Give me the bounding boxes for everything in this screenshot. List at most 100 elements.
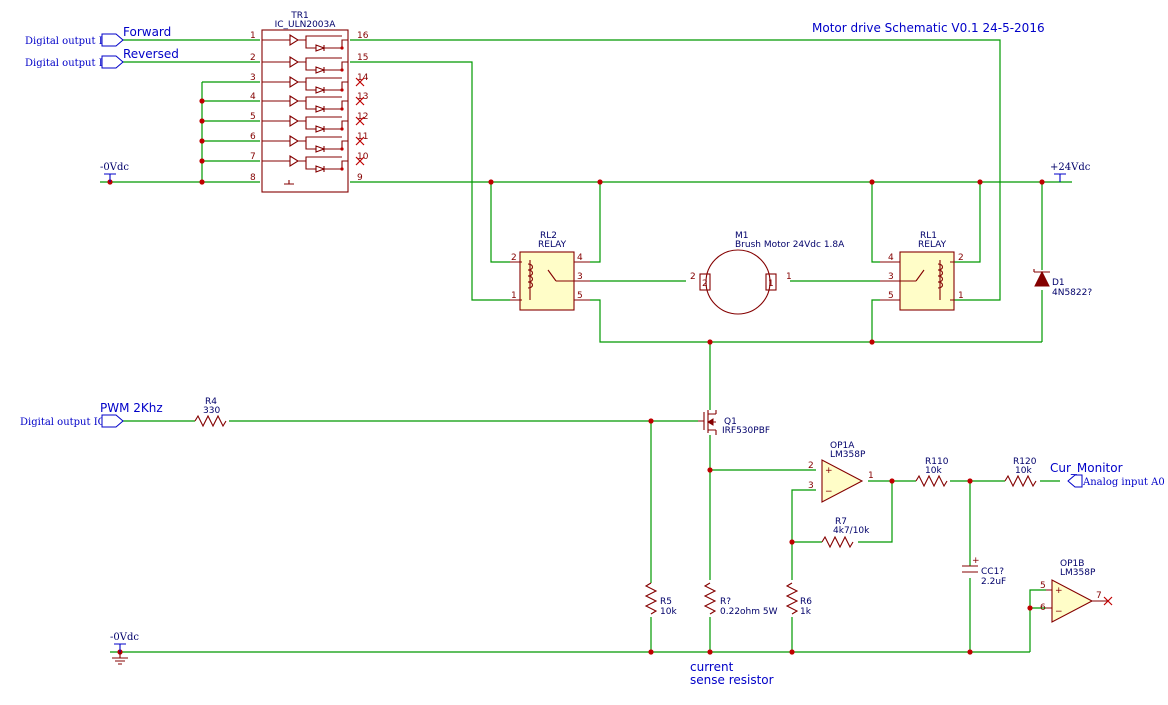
rl2-value: RELAY — [538, 240, 567, 250]
resistor-r5: R5 10k — [644, 582, 677, 617]
q1-ref: Q1 — [724, 417, 737, 427]
global-d7: Digital output D7 — [25, 36, 113, 47]
rl2-pin-1: 1 — [511, 291, 517, 301]
r120-value: 10k — [1015, 466, 1032, 476]
d1-value: 4N5822? — [1052, 288, 1092, 298]
net-reversed: Reversed — [123, 47, 179, 61]
op1a-pin-2: 2 — [808, 461, 814, 471]
uln-driver-gate — [262, 115, 348, 133]
resistor-r6: R6 1k — [785, 582, 812, 617]
uln-pin-right: 9 — [357, 173, 363, 183]
mosfet-q1: Q1 IRF530PBF — [698, 410, 770, 436]
net-pwm: PWM 2Khz — [100, 401, 163, 415]
uln-internal-node — [340, 127, 344, 131]
rl1-value: RELAY — [918, 240, 947, 250]
r5-value: 10k — [660, 607, 677, 617]
rl1-ref: RL1 — [920, 231, 937, 241]
uln-driver-gate — [262, 56, 348, 74]
net-cur-monitor: Cur_Monitor — [1050, 461, 1123, 475]
uln-pin-left: 7 — [250, 152, 256, 162]
uln-internal-node — [340, 147, 344, 151]
r7-value: 4k7/10k — [833, 526, 870, 536]
rsense-value: 0.22ohm 5W — [720, 607, 778, 617]
cc1-plus: + — [972, 556, 980, 566]
uln-driver-gate — [262, 76, 348, 94]
m1-pin-1b: 1 — [768, 279, 774, 289]
junctions — [107, 98, 1045, 655]
label-reversed: Digital output D6 Reversed — [25, 47, 179, 69]
opamp-op1b: OP1B LM358P + − 5 6 7 — [1040, 559, 1113, 623]
label-cur-monitor: Cur_Monitor Analog input A0 — [1050, 461, 1165, 488]
label-pwm: PWM 2Khz Digital output IO9 — [20, 401, 163, 428]
op1b-pin-5: 5 — [1040, 581, 1046, 591]
r6-ref: R6 — [800, 597, 812, 607]
resistor-rsense: R? 0.22ohm 5W — [703, 582, 778, 617]
net-forward: Forward — [123, 25, 171, 39]
cc1-ref: CC1? — [981, 567, 1004, 577]
uln-pin-left: 2 — [250, 53, 256, 63]
uln-driver-gate — [262, 155, 348, 173]
uln-pin-right: 14 — [357, 73, 369, 83]
op1a-value: LM358P — [830, 450, 866, 460]
sense-label-line2: sense resistor — [690, 673, 774, 687]
m1-ref: M1 — [735, 231, 749, 241]
relay-rl2: RL2 RELAY 2 4 3 1 5 — [510, 231, 590, 311]
uln-gates — [262, 34, 348, 173]
cc1-value: 2.2uF — [981, 577, 1006, 587]
d1-ref: D1 — [1052, 278, 1065, 288]
resistor-r120: R120 10k — [1004, 457, 1037, 488]
uln-driver-gate — [262, 95, 348, 113]
r6-value: 1k — [800, 607, 812, 617]
global-io9: Digital output IO9 — [20, 417, 112, 428]
m1-value: Brush Motor 24Vdc 1.8A — [735, 240, 845, 250]
rl2-ref: RL2 — [540, 231, 557, 241]
gnd-power-left: -0Vdc — [100, 162, 129, 182]
op1a-pin-3: 3 — [808, 481, 814, 491]
global-a0: Analog input A0 — [1082, 477, 1165, 488]
r110-ref: R110 — [925, 457, 949, 467]
vcc-label: +24Vdc — [1050, 162, 1091, 173]
tr1-value: IC_ULN2003A — [275, 20, 337, 30]
rl2-pin-3: 3 — [577, 272, 583, 282]
op1b-value: LM358P — [1060, 568, 1096, 578]
uln-pin-left: 6 — [250, 132, 256, 142]
op1a-sign-plus: + — [825, 466, 833, 476]
r120-ref: R120 — [1013, 457, 1037, 467]
resistor-r7: R7 4k7/10k — [821, 517, 870, 549]
m1-pin-2a: 2 — [690, 272, 696, 282]
no-connect-marks — [355, 77, 365, 166]
wires — [100, 39, 1072, 653]
rl1-pin-5: 5 — [888, 291, 894, 301]
uln-pin-left: 1 — [250, 31, 256, 41]
uln-pin-right: 11 — [357, 132, 368, 142]
uln-pin-right: 10 — [357, 152, 369, 162]
r4-value: 330 — [203, 406, 220, 416]
uln-internal-node — [340, 88, 344, 92]
relay-rl1: RL1 RELAY 4 2 3 5 1 — [880, 231, 964, 311]
opamp-op1a: OP1A LM358P + − 2 3 1 — [808, 441, 874, 503]
q1-value: IRF530PBF — [722, 426, 770, 436]
uln-pin-left: 8 — [250, 173, 256, 183]
motor-m1: M1 Brush Motor 24Vdc 1.8A 2 2 1 1 — [690, 231, 845, 315]
sense-label-line1: current — [690, 660, 734, 674]
uln-internal-node — [340, 107, 344, 111]
r4-ref: R4 — [205, 397, 217, 407]
gnd-bottom-label: -0Vdc — [110, 632, 139, 643]
op1b-pin-7: 7 — [1096, 591, 1102, 601]
uln-pin-left: 5 — [250, 112, 256, 122]
uln-pin-right: 13 — [357, 92, 368, 102]
uln-driver-gate — [262, 135, 348, 153]
uln-pin-left: 3 — [250, 73, 256, 83]
uln-internal-node — [340, 167, 344, 171]
uln-pin-right: 15 — [357, 53, 368, 63]
rl1-pin-3: 3 — [888, 272, 894, 282]
op1a-ref: OP1A — [830, 441, 855, 451]
global-d6: Digital output D6 — [25, 58, 113, 69]
resistor-r110: R110 10k — [915, 457, 949, 488]
rl1-pin-4: 4 — [888, 253, 894, 263]
rl1-pin-1: 1 — [958, 291, 964, 301]
rl1-pin-2: 2 — [958, 253, 964, 263]
m1-pin-2b: 2 — [702, 279, 708, 289]
op1a-pin-1: 1 — [868, 471, 874, 481]
capacitor-cc1: + CC1? 2.2uF — [962, 556, 1006, 587]
